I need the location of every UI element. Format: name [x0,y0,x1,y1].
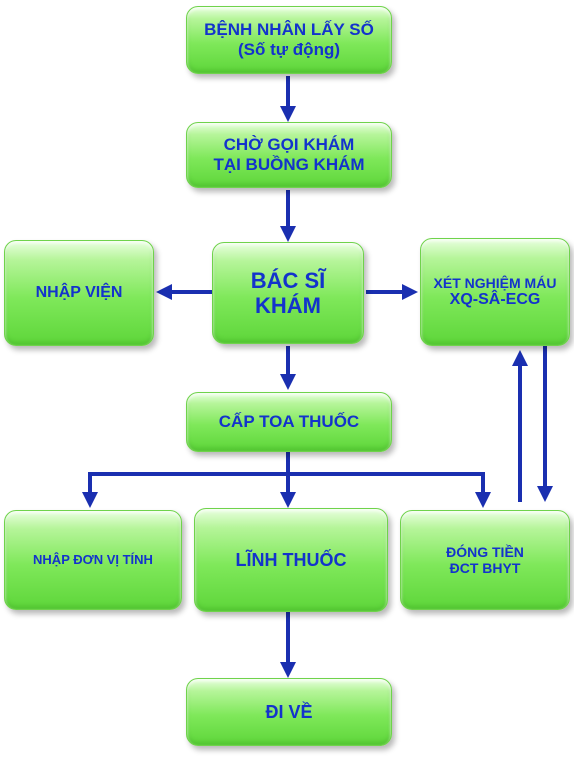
node-label-line2: KHÁM [255,293,321,318]
node-label-line1: BỆNH NHÂN LẤY SỐ [204,20,374,40]
node-label-line1: CHỜ GỌI KHÁM [223,135,355,155]
node-label-line1: NHẬP VIỆN [35,283,123,301]
node-label-line1: ĐI VỀ [265,701,313,722]
node-label-line1: LĨNH THUỐC [235,549,347,570]
node-benh-nhan-lay-so: BỆNH NHÂN LẤY SỐ (Số tự động) [186,6,392,74]
node-label-line2: TẠI BUỒNG KHÁM [213,155,365,174]
node-label-line2: XQ-SÂ-ECG [449,290,541,308]
node-label-line1: CẤP TOA THUỐC [218,412,360,432]
node-label-line1: NHẬP ĐƠN VỊ TÍNH [33,551,153,567]
node-nhap-don-vi-tinh: NHẬP ĐƠN VỊ TÍNH [4,510,182,610]
node-label-line1: ĐÓNG TIỀN [446,543,524,560]
node-dong-tien: ĐÓNG TIỀN ĐCT BHYT [400,510,570,610]
node-label-line1: BÁC SĨ [250,267,326,293]
node-label-line2: (Số tự động) [238,40,340,59]
node-bac-si-kham: BÁC SĨ KHÁM [212,242,364,344]
node-cap-toa-thuoc: CẤP TOA THUỐC [186,392,392,452]
node-di-ve: ĐI VỀ [186,678,392,746]
node-nhap-vien: NHẬP VIỆN [4,240,154,346]
node-label-line1: XÉT NGHIỆM MÁU [433,274,557,291]
node-label-line2: ĐCT BHYT [449,560,521,576]
node-linh-thuoc: LĨNH THUỐC [194,508,388,612]
node-xet-nghiem: XÉT NGHIỆM MÁU XQ-SÂ-ECG [420,238,570,346]
node-cho-goi-kham: CHỜ GỌI KHÁM TẠI BUỒNG KHÁM [186,122,392,188]
